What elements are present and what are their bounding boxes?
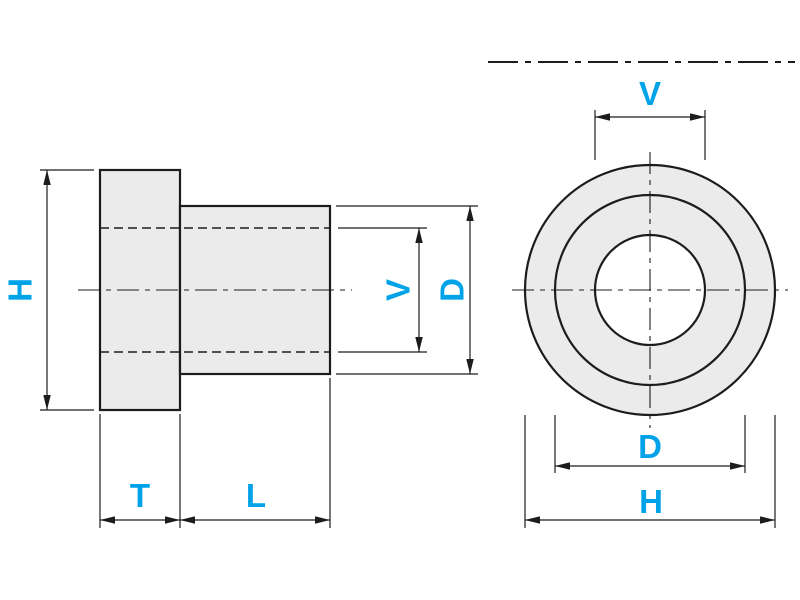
dim-label-D-front: D	[638, 428, 662, 465]
dim-side-length: L	[180, 477, 330, 524]
dim-label-H-side: H	[2, 278, 39, 302]
dim-front-diameter: D	[554, 415, 746, 473]
dim-side-height: H	[2, 169, 94, 411]
dim-side-thickness: T	[100, 477, 180, 524]
dim-label-D-side: D	[434, 278, 471, 302]
dim-label-H-front: H	[639, 483, 663, 520]
side-view: H V D T	[2, 168, 478, 528]
front-view: V D H	[512, 75, 788, 528]
dim-label-T: T	[130, 477, 150, 514]
dim-label-V-side: V	[380, 279, 417, 301]
dim-front-bore: V	[594, 75, 706, 160]
dim-label-L: L	[246, 477, 266, 514]
dim-side-diameter: D	[336, 205, 478, 375]
dim-front-outer: H	[524, 415, 776, 528]
dim-label-V-front: V	[639, 75, 661, 112]
dim-side-bore: V	[338, 227, 427, 353]
